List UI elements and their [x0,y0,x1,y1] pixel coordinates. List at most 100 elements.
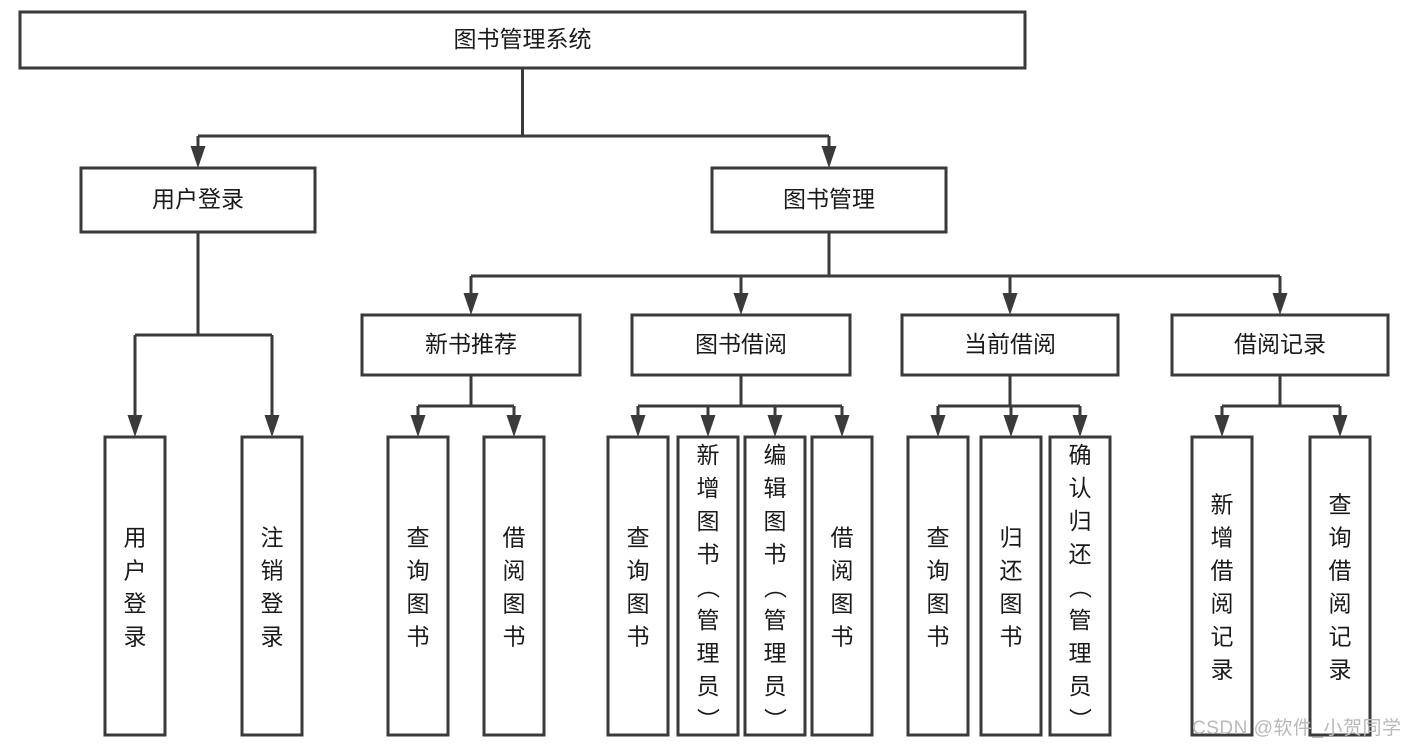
arrow-head-icon [410,415,426,437]
node-box[interactable] [1190,435,1254,737]
node-box[interactable] [1308,435,1372,737]
node-label-char: ） [1067,708,1093,731]
node-label-char: 书 [407,624,430,650]
node-box[interactable] [743,435,807,737]
edge-group-root [190,68,837,168]
node-label-char: 询 [927,558,950,584]
node-label-char: 询 [1329,525,1352,551]
node-box[interactable] [906,435,970,737]
node-label-char: 理 [697,640,720,666]
arrow-head-icon [930,415,946,437]
node-label-char: 阅 [831,558,854,584]
edge-group-current [930,375,1088,437]
node-bookmgmt[interactable]: 图书管理 [710,166,948,234]
node-label: 借阅记录 [1234,331,1326,357]
node-label-char: 增 [697,475,720,501]
node-box[interactable] [240,435,304,737]
node-label-char: 记 [1329,624,1352,650]
node-label-char: （ [695,576,721,599]
node-current[interactable]: 当前借阅 [900,313,1120,377]
node-label-char: 登 [261,591,284,617]
node-borrow[interactable]: 图书借阅 [630,313,852,377]
node-label-char: 录 [1211,657,1234,683]
node-label-char: 查 [407,525,430,551]
node-label-char: 认 [1069,475,1092,501]
node-label: 图书借阅 [695,331,787,357]
arrow-head-icon [264,415,280,437]
node-box[interactable] [606,435,670,737]
arrow-head-icon [1003,415,1019,437]
node-label-char: 书 [927,624,950,650]
node-box[interactable] [1048,435,1112,737]
arrow-head-icon [1332,415,1348,437]
arrow-head-icon [630,415,646,437]
node-label-char: 归 [1000,525,1023,551]
node-label-char: 编 [764,442,787,468]
node-label: 图书管理 [783,186,875,212]
arrow-head-icon [733,293,749,315]
node-label-char: 新 [1211,492,1234,518]
node-label-char: 书 [697,541,720,567]
node-label-char: 借 [1329,558,1352,584]
node-root[interactable]: 图书管理系统 [18,10,1027,70]
node-label-char: 书 [831,624,854,650]
node-box[interactable] [482,435,546,737]
arrow-head-icon [1072,415,1088,437]
node-label-char: 图 [407,591,430,617]
node-label: 新书推荐 [425,331,517,357]
node-label-char: 询 [407,558,430,584]
node-box[interactable] [810,435,874,737]
node-label-char: 还 [1000,558,1023,584]
node-box[interactable] [360,313,582,377]
node-label-char: 员 [1069,673,1092,699]
node-label-char: 用 [124,525,147,551]
node-box[interactable] [103,435,167,737]
node-label-char: 员 [764,673,787,699]
arrow-head-icon [767,415,783,437]
node-label-char: 户 [124,558,147,584]
arrow-head-icon [463,293,479,315]
node-label-char: 图 [764,508,787,534]
node-box[interactable] [1170,313,1390,377]
node-box[interactable] [79,166,317,234]
arrow-head-icon [1272,293,1288,315]
node-label-char: 查 [627,525,650,551]
node-label-char: 销 [261,558,284,584]
node-records[interactable]: 借阅记录 [1170,313,1390,377]
edge-group-records [1214,375,1348,437]
node-label-char: 书 [503,624,526,650]
node-newbook[interactable]: 新书推荐 [360,313,582,377]
node-box[interactable] [386,435,450,737]
node-label-char: 书 [627,624,650,650]
node-label-char: 阅 [1329,591,1352,617]
node-leaf-login-1[interactable]: 用户登录 [103,435,167,737]
node-label-char: 图 [697,508,720,534]
node-label-char: 借 [1211,558,1234,584]
node-box[interactable] [676,435,740,737]
arrow-head-icon [821,146,837,168]
node-label-char: 阅 [503,558,526,584]
node-label-char: 归 [1069,508,1092,534]
node-label-char: 还 [1069,541,1092,567]
node-box[interactable] [979,435,1043,737]
node-login[interactable]: 用户登录 [79,166,317,234]
node-box[interactable] [710,166,948,234]
node-label-char: 图 [927,591,950,617]
node-label-char: 辑 [764,475,787,501]
node-box[interactable] [900,313,1120,377]
node-box[interactable] [18,10,1027,70]
node-label-char: 阅 [1211,591,1234,617]
node-box[interactable] [630,313,852,377]
